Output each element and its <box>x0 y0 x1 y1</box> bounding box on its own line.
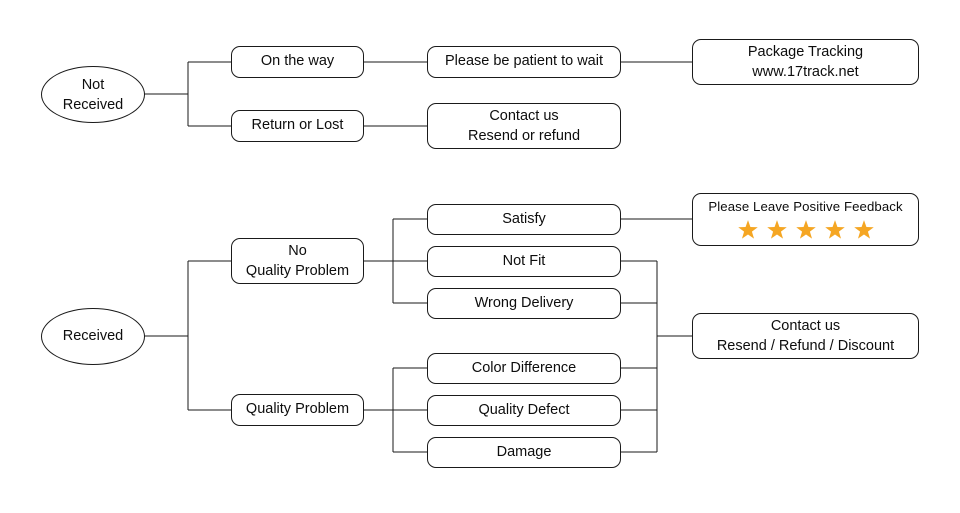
node-quality-problem[interactable]: Quality Problem <box>231 394 364 426</box>
positive-feedback-title: Please Leave Positive Feedback <box>708 199 903 215</box>
satisfy-label: Satisfy <box>502 210 546 227</box>
not-received-label-line2: Received <box>62 96 124 113</box>
node-quality-defect[interactable]: Quality Defect <box>427 395 621 426</box>
star-icon[interactable] <box>824 219 846 241</box>
no-quality-problem-label-line2: Quality Problem <box>245 263 350 279</box>
star-icon[interactable] <box>853 219 875 241</box>
node-satisfy[interactable]: Satisfy <box>427 204 621 235</box>
contact-discount-label-line1: Contact us <box>770 318 841 334</box>
node-received[interactable]: Received <box>41 308 145 365</box>
return-or-lost-label: Return or Lost <box>251 117 344 134</box>
node-damage[interactable]: Damage <box>427 437 621 468</box>
node-positive-feedback[interactable]: Please Leave Positive Feedback <box>692 193 919 246</box>
contact-discount-label-line2: Resend / Refund / Discount <box>716 338 895 354</box>
contact-resend-label-line1: Contact us <box>489 108 559 124</box>
contact-resend-label-line2: Resend or refund <box>467 128 581 144</box>
node-no-quality-problem[interactable]: No Quality Problem <box>231 238 364 284</box>
quality-problem-label: Quality Problem <box>245 401 350 418</box>
on-the-way-label: On the way <box>260 53 335 70</box>
node-please-be-patient[interactable]: Please be patient to wait <box>427 46 621 78</box>
not-received-label-line1: Not <box>81 76 105 93</box>
node-on-the-way[interactable]: On the way <box>231 46 364 78</box>
please-be-patient-label: Please be patient to wait <box>445 53 603 70</box>
node-contact-resend-refund[interactable]: Contact us Resend or refund <box>427 103 621 149</box>
color-difference-label: Color Difference <box>471 359 577 376</box>
node-not-received[interactable]: Not Received <box>41 66 145 123</box>
node-not-fit[interactable]: Not Fit <box>427 246 621 277</box>
node-wrong-delivery[interactable]: Wrong Delivery <box>427 288 621 319</box>
quality-defect-label: Quality Defect <box>478 401 570 418</box>
package-tracking-url[interactable]: www.17track.net <box>752 64 859 80</box>
node-return-or-lost[interactable]: Return or Lost <box>231 110 364 142</box>
wrong-delivery-label: Wrong Delivery <box>474 294 574 311</box>
star-rating[interactable] <box>737 219 875 241</box>
damage-label: Damage <box>496 443 552 460</box>
no-quality-problem-label-line1: No <box>288 243 307 259</box>
star-icon[interactable] <box>766 219 788 241</box>
received-label: Received <box>62 327 124 344</box>
node-contact-resend-refund-discount[interactable]: Contact us Resend / Refund / Discount <box>692 313 919 359</box>
node-package-tracking[interactable]: Package Tracking www.17track.net <box>692 39 919 85</box>
star-icon[interactable] <box>795 219 817 241</box>
node-color-difference[interactable]: Color Difference <box>427 353 621 384</box>
not-fit-label: Not Fit <box>502 252 546 269</box>
package-tracking-label-line1: Package Tracking <box>747 44 864 60</box>
star-icon[interactable] <box>737 219 759 241</box>
